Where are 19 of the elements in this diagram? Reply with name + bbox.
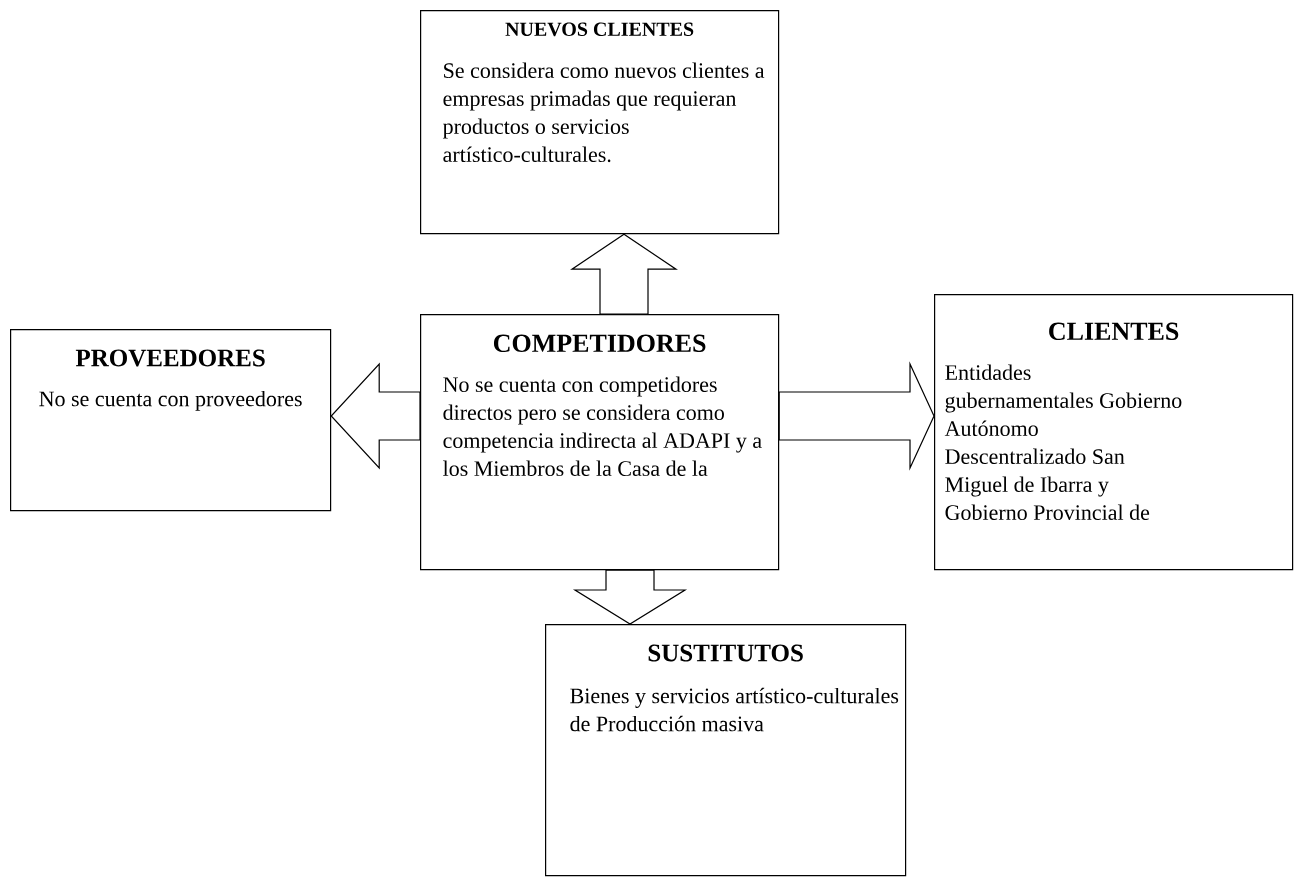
body-text: Entidades gubernamentales Gobierno Autónomo Descentralizado San Miguel de Ibarra y Gobierno Provincial de <box>944 364 1182 521</box>
heading: NUEVOS CLIENTES <box>505 22 694 37</box>
heading: CLIENTES <box>1049 322 1179 341</box>
block-arrow <box>778 361 935 471</box>
block-arrow <box>570 233 678 315</box>
block-arrow <box>572 569 688 625</box>
body-text: Se considera como nuevos clientes a empresas primadas que requieran productos o servicios artístico-culturales. <box>442 62 765 163</box>
body-text: Bienes y servicios artístico-culturales de Producción masiva <box>570 687 899 732</box>
text-box <box>420 10 780 235</box>
body-text: No se cuenta con proveedores <box>39 390 302 411</box>
body-text: No se cuenta con competidores directos pero se considera como competencia indirecta al ADAPI y a los Miembros de la Casa de la <box>443 376 762 477</box>
text-box <box>10 329 332 512</box>
text-box <box>545 624 907 877</box>
heading: COMPETIDORES <box>494 334 706 353</box>
heading: SUSTITUTOS <box>648 644 803 662</box>
text-box <box>420 314 780 571</box>
text-box <box>934 294 1294 571</box>
heading: PROVEEDORES <box>75 349 265 367</box>
block-arrow <box>330 362 421 470</box>
